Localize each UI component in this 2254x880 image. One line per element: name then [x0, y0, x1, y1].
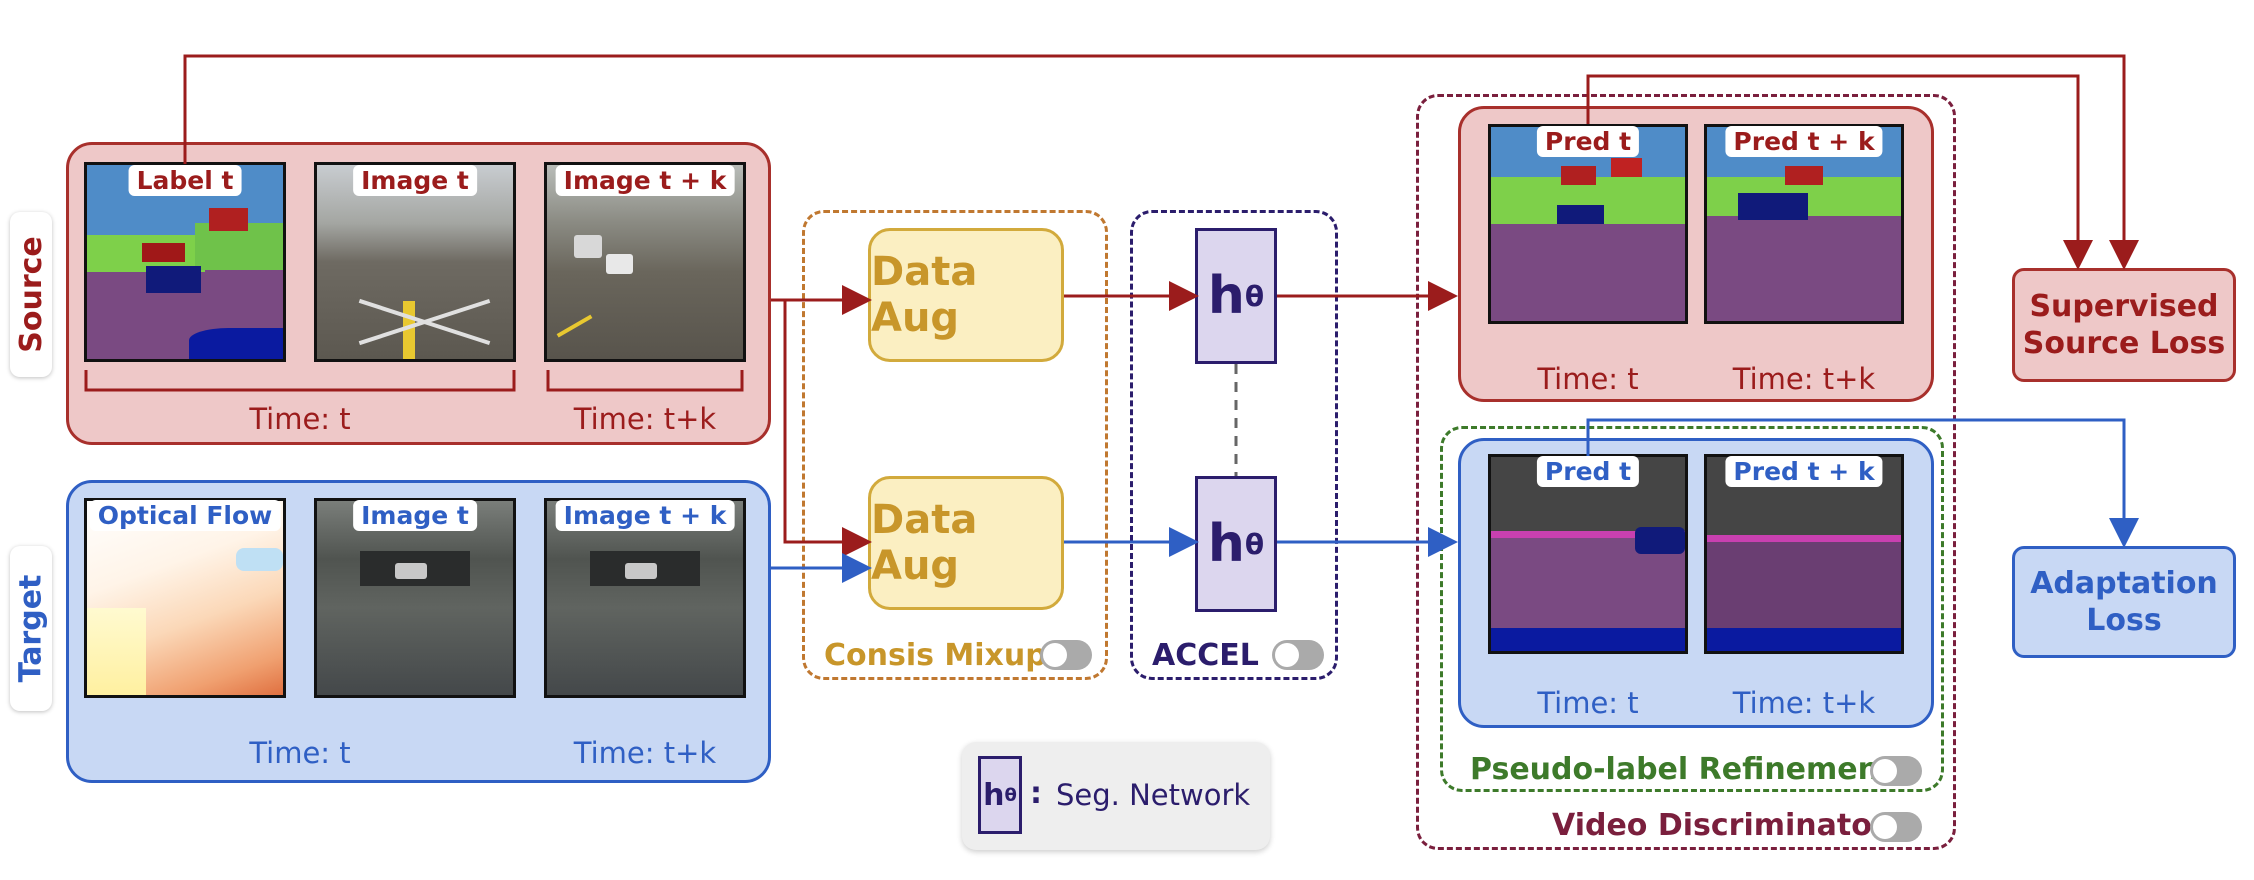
source-pred-label-2: Pred t + k: [1725, 126, 1883, 157]
source-row-label: Source: [13, 236, 49, 353]
target-flow-panel: [84, 498, 286, 698]
data-aug-target: Data Aug: [868, 476, 1064, 610]
seg-network-source-theta: θ: [1244, 279, 1265, 313]
target-image-tk-panel: [544, 498, 746, 698]
source-time-t: Time: t: [249, 402, 351, 436]
target-panel-label-2: Image t: [353, 500, 477, 531]
consis-mixup-toggle[interactable]: [1040, 640, 1092, 670]
source-time-tk: Time: t+k: [573, 402, 717, 436]
target-time-tk: Time: t+k: [573, 736, 717, 770]
accel-toggle[interactable]: [1272, 640, 1324, 670]
source-row-tab: Source: [10, 212, 52, 377]
data-aug-target-label: Data Aug: [871, 497, 978, 589]
pseudo-label-refinement-toggle[interactable]: [1870, 756, 1922, 786]
legend-colon: :: [1030, 776, 1042, 811]
source-pred-label-1: Pred t: [1536, 126, 1640, 157]
target-pred-t-panel: [1488, 454, 1688, 654]
accel-label: ACCEL: [1152, 638, 1259, 673]
target-pred-time-t: Time: t: [1537, 686, 1639, 720]
target-panel-label-1: Optical Flow: [89, 500, 281, 531]
target-pred-label-1: Pred t: [1536, 456, 1640, 487]
source-panel-label-1: Label t: [128, 165, 242, 196]
source-panel-label-3: Image t + k: [555, 165, 735, 196]
seg-network-target-h: h: [1207, 514, 1245, 574]
video-discriminator-toggle[interactable]: [1870, 812, 1922, 842]
data-aug-source: Data Aug: [868, 228, 1064, 362]
target-row-label: Target: [13, 574, 49, 683]
video-discriminator-label: Video Discriminator: [1552, 808, 1887, 843]
supervised-source-loss-box: Supervised Source Loss: [2012, 268, 2236, 382]
legend-network-theta: θ: [1004, 784, 1017, 806]
adaptation-loss-box: Adaptation Loss: [2012, 546, 2236, 658]
source-panel-label-2: Image t: [353, 165, 477, 196]
source-pred-time-tk: Time: t+k: [1732, 362, 1876, 396]
target-image-t-panel: [314, 498, 516, 698]
supervised-source-loss-label: Supervised Source Loss: [2022, 288, 2226, 362]
seg-network-source-h: h: [1207, 266, 1245, 326]
seg-network-target-theta: θ: [1244, 527, 1265, 561]
source-pred-time-t: Time: t: [1537, 362, 1639, 396]
data-aug-source-label: Data Aug: [871, 249, 978, 341]
legend-text: Seg. Network: [1056, 778, 1251, 812]
target-time-t: Time: t: [249, 736, 351, 770]
adaptation-loss-label: Adaptation Loss: [2030, 565, 2218, 639]
pseudo-label-refinement-label: Pseudo-label Refinement: [1470, 752, 1894, 787]
target-pred-time-tk: Time: t+k: [1732, 686, 1876, 720]
legend-network-h: h: [983, 777, 1005, 813]
target-pred-label-2: Pred t + k: [1725, 456, 1883, 487]
target-row-tab: Target: [10, 546, 52, 711]
target-panel-label-3: Image t + k: [555, 500, 735, 531]
consis-mixup-label: Consis Mixup: [824, 638, 1047, 673]
